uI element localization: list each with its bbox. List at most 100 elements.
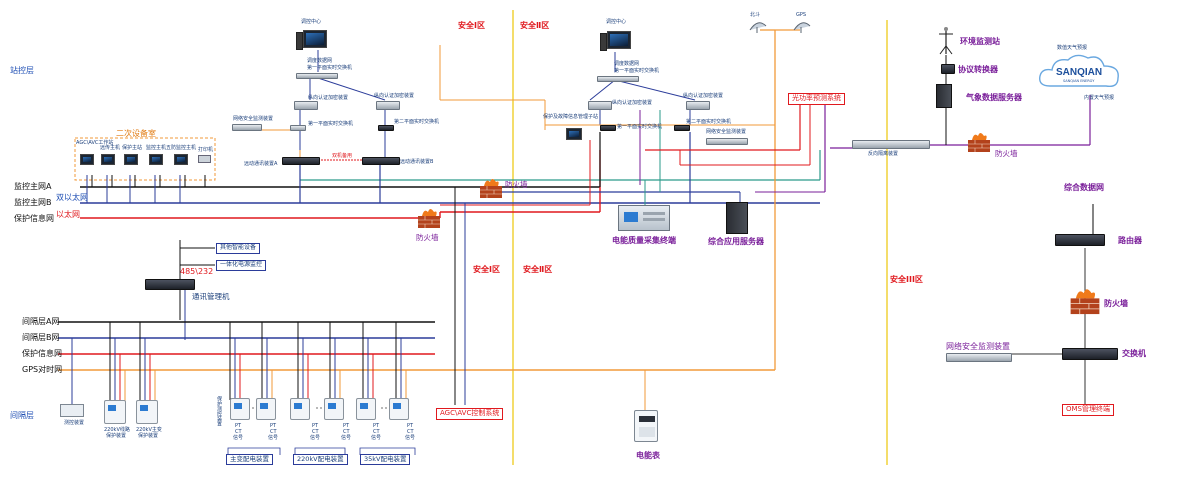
bay-group-220kv: 220kV配电装置 <box>293 454 348 466</box>
bus-label-eth: 以太网 <box>56 210 80 219</box>
pq-terminal-icon <box>618 205 670 231</box>
bus-label-bay-a: 间隔层A网 <box>22 317 60 326</box>
dl-remote-a-icon <box>282 157 320 165</box>
dr-switch2b-icon <box>674 125 690 131</box>
protect-master-icon <box>124 154 138 165</box>
fw2-label: 防火墙 <box>416 233 439 242</box>
layer-bay: 间隔层 <box>10 411 34 420</box>
comm-manager-icon <box>145 279 195 290</box>
sr-item-2: 保护主站 <box>122 145 143 151</box>
bay-device-5-icon <box>356 398 376 420</box>
bay-prot110-label-b: 保护装置 <box>106 433 127 439</box>
zone-safety-3: 安全III区 <box>890 275 923 284</box>
sr-item-1: 远传主机 <box>100 145 121 151</box>
agc-workstation-icon <box>80 154 94 165</box>
weather-station-icon <box>939 27 953 55</box>
bus-label-gps: GPS对时网 <box>22 365 63 374</box>
firewall-icon <box>480 179 502 198</box>
remote-host-icon <box>101 154 115 165</box>
dr-switch2a-label: 第一平面实时交换机 <box>617 124 663 130</box>
zone3-net-sec-label: 网络安全监测装置 <box>946 342 1010 351</box>
dr-switch1-icon <box>597 76 639 82</box>
layer-station: 站控层 <box>10 66 34 75</box>
dr-fault-label: 保护及故障信息管理子站 <box>543 114 599 120</box>
bay-relay-label: 测控装置 <box>64 420 85 426</box>
zone3-net-sec-icon <box>946 353 1012 362</box>
sat-gps-label: GPS <box>796 12 807 18</box>
bus-label-protect: 保护信息网 <box>14 214 54 223</box>
numeric-forecast-label: 数值天气预报 <box>1057 45 1088 51</box>
firewall-icon <box>968 133 990 152</box>
dl-auth-icon <box>294 101 318 110</box>
dr-switch1-label: 第一平面实时交换机 <box>614 68 660 74</box>
dl-switch2a-icon <box>290 125 306 131</box>
bay-ct-2: CT <box>270 429 277 435</box>
dr-auth-icon <box>588 101 612 110</box>
app-server-icon <box>726 202 748 234</box>
bay-ct-6: CT <box>407 429 414 435</box>
dr-net-label: 调度数据网 <box>614 61 640 67</box>
oms-terminal-box: OMS管理终端 <box>1062 404 1114 416</box>
bay-relay-icon <box>60 404 84 417</box>
router-icon <box>1055 234 1105 246</box>
bay-ct-3: CT <box>312 429 319 435</box>
dl-switch1-label: 第一平面实时交换机 <box>307 65 353 71</box>
cloud-logo-sub: SANQIAN ENERGY <box>1063 79 1095 83</box>
dr-net-sec-icon <box>706 138 748 145</box>
sr-item-4: 五防监控主机 <box>166 145 197 151</box>
dl-remote-b-label: 远动通讯装置B <box>400 159 434 165</box>
zone-safety-2-top: 安全Ⅱ区 <box>520 21 550 30</box>
router-label: 路由器 <box>1118 236 1142 245</box>
app-server-label: 综合应用服务器 <box>708 237 764 246</box>
bay-prot220-label-b: 保护装置 <box>138 433 159 439</box>
sat-bd-label: 北斗 <box>750 12 761 18</box>
sr-item-5: 打印机 <box>198 147 214 153</box>
dl-switch2a-label: 第一平面实时交换机 <box>308 121 354 127</box>
bus-label-monitor-a: 监控主网A <box>14 182 52 191</box>
bay-device-3-icon <box>290 398 310 420</box>
bay-vertical-label: 保护测控装置 <box>216 396 222 426</box>
firewall-icon <box>418 209 440 228</box>
bay-device-6-icon <box>389 398 409 420</box>
bay-signal-4: 信号 <box>341 435 352 441</box>
bay-prot110-icon <box>104 400 126 424</box>
dr-center-label: 调控中心 <box>606 19 627 25</box>
bay-ct-4: CT <box>343 429 350 435</box>
dr-auth2-label: 纵向认证加密装置 <box>683 93 724 99</box>
env-converter-label: 协议转换器 <box>958 65 998 74</box>
dl-net-label: 调度数据网 <box>307 58 333 64</box>
dr-net-sec-label: 网络安全监测装置 <box>706 129 747 135</box>
dr-center-pc-icon <box>607 31 631 49</box>
bay-group-main-transformer: 主变配电装置 <box>226 454 273 466</box>
bay-device-4-icon <box>324 398 344 420</box>
secondary-room-box <box>74 137 216 181</box>
satellite-dish-icon <box>749 22 767 33</box>
zone3-firewall-label: 防火墙 <box>1104 299 1128 308</box>
bus-label-bay-protect: 保护信息网 <box>22 349 62 358</box>
antenna-icon <box>1092 204 1094 236</box>
bay-group-35kv: 35kV配电装置 <box>360 454 411 466</box>
fw3-label: 防火墙 <box>995 149 1018 158</box>
bay-pt-4: PT <box>343 423 350 429</box>
dl-dual-backup-label: 双机备用 <box>332 153 353 159</box>
dl-auth2-label: 纵向认证加密装置 <box>374 93 415 99</box>
other-devices-box: 其他智能设备 <box>216 243 261 254</box>
bay-pt-6: PT <box>407 423 414 429</box>
dl-switch1-icon <box>296 73 338 79</box>
printer-icon <box>198 155 211 163</box>
bay-ct-5: CT <box>373 429 380 435</box>
isolation-device-icon <box>852 140 930 149</box>
secondary-room-title: 二次设备室 <box>116 129 156 138</box>
env-weather-server-label: 气象数据服务器 <box>966 93 1022 102</box>
sr-item-0: AGC\AVC工作站 <box>76 140 114 146</box>
protocol-converter-icon <box>941 64 955 74</box>
internal-forecast-label: 内置天气预报 <box>1084 95 1115 101</box>
dl-center-label: 调控中心 <box>301 19 322 25</box>
bay-prot110-label-a: 220kV线路 <box>104 427 130 433</box>
energy-meter-label: 电能表 <box>636 451 660 460</box>
bay-pt-2: PT <box>270 423 277 429</box>
bay-signal-5: 信号 <box>371 435 382 441</box>
power-forecast-box: 光功率预测系统 <box>788 93 845 105</box>
dl-remote-b-icon <box>362 157 400 165</box>
